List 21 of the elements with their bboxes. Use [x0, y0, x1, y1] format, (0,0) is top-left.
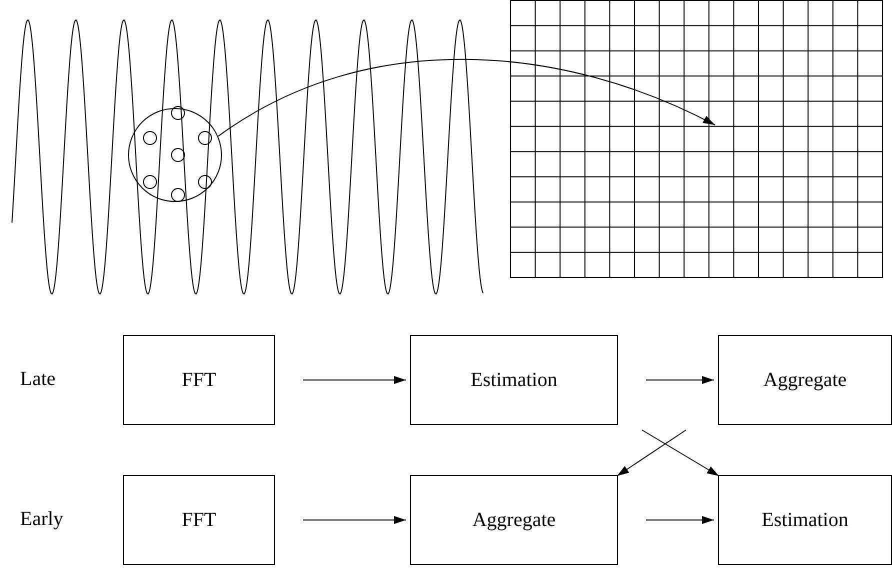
process-box — [123, 335, 275, 425]
arrow — [616, 430, 686, 476]
process-box — [123, 475, 275, 565]
arrow — [646, 516, 714, 524]
box-label: Aggregate — [763, 368, 847, 392]
process-box — [718, 335, 892, 425]
box-label: Aggregate — [472, 508, 556, 532]
box-label: FFT — [182, 368, 216, 392]
arrow — [218, 58, 716, 137]
box-label: Estimation — [762, 508, 848, 532]
box-label: Estimation — [470, 368, 558, 392]
box-label: FFT — [182, 508, 216, 532]
row-label: Late — [20, 368, 56, 391]
process-box — [410, 335, 618, 425]
process-box — [410, 475, 618, 565]
arrow — [642, 430, 720, 476]
arrow — [302, 516, 406, 524]
row-label: Early — [20, 508, 64, 531]
arrow — [646, 376, 714, 384]
process-box — [718, 475, 892, 565]
arrow — [302, 376, 406, 384]
